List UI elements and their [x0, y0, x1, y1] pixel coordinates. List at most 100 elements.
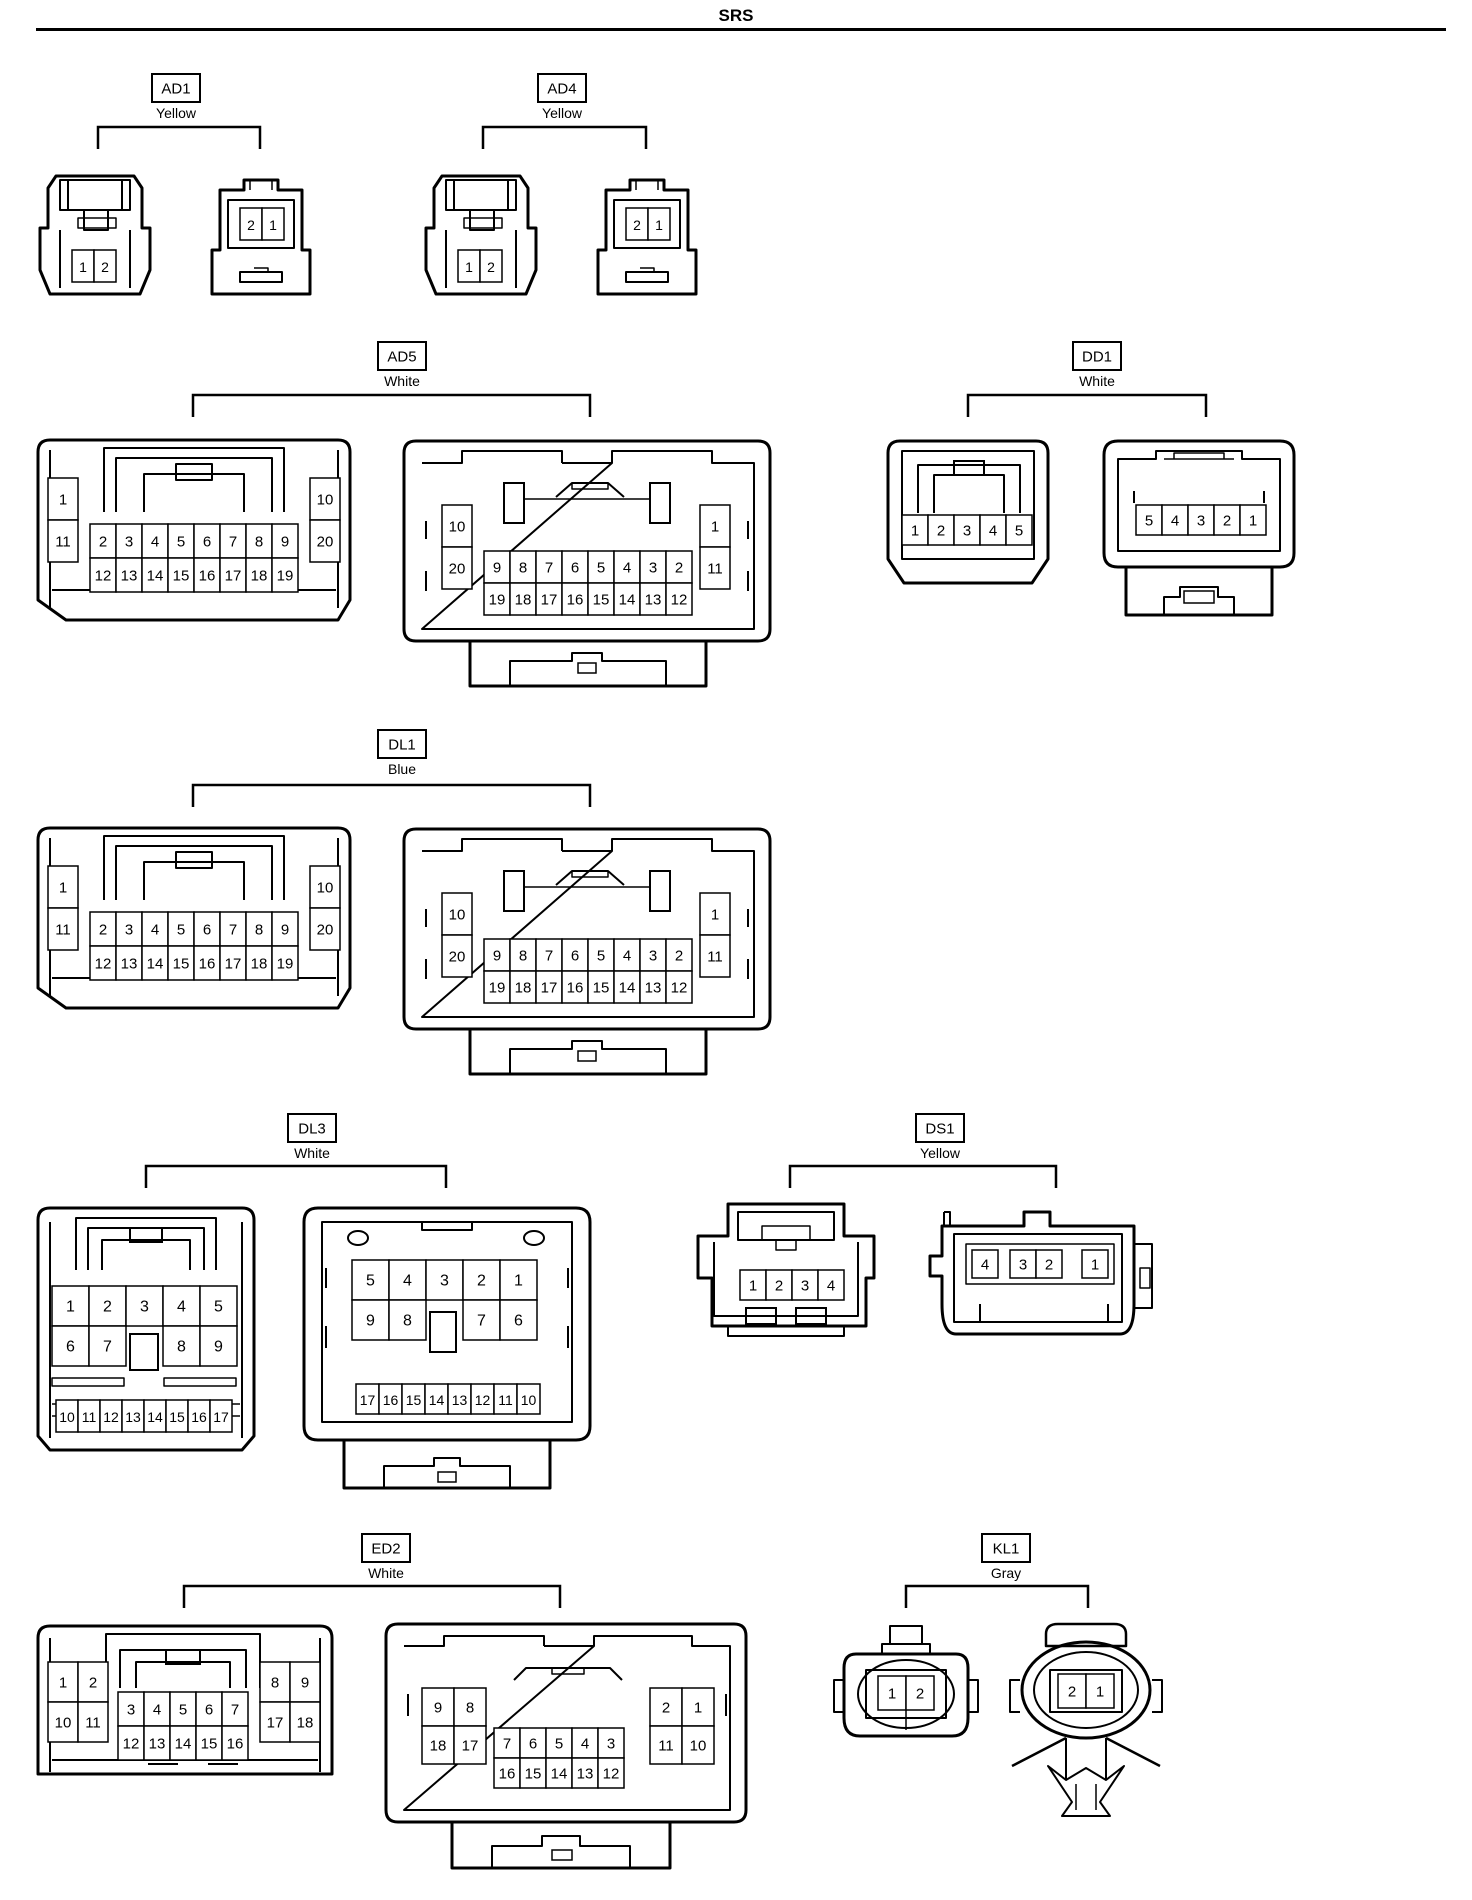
pin-label: 2 [1045, 1257, 1053, 1274]
pin-cell [1085, 1673, 1115, 1709]
pin-cell [1081, 1249, 1109, 1279]
pin-label: 18 [251, 568, 268, 585]
pin-label: 19 [277, 956, 294, 973]
housing-detail [469, 210, 495, 231]
pin-cell [519, 1757, 547, 1789]
pin-label: 9 [301, 1675, 309, 1692]
housing-outline [503, 870, 525, 912]
housing-detail [103, 447, 285, 512]
housing-outline [577, 662, 597, 674]
housing-detail [1065, 1738, 1107, 1780]
connector-color: Blue [388, 761, 416, 777]
pin-label: 11 [55, 922, 71, 939]
housing-detail [421, 1222, 473, 1231]
pin-label: 12 [95, 956, 112, 973]
pin-cell [765, 1269, 793, 1301]
pin-label: 1 [1249, 513, 1257, 530]
pin-label: 3 [1019, 1257, 1027, 1274]
pin-cell [1057, 1673, 1087, 1709]
pin-label: 2 [103, 1299, 112, 1316]
housing-detail [509, 652, 667, 686]
housing-detail [1133, 491, 1265, 503]
pin-label: 1 [749, 1278, 757, 1295]
pin-cell [519, 1727, 547, 1759]
housing-detail [1163, 586, 1235, 615]
pin-cell [535, 582, 563, 616]
housing-detail [571, 482, 609, 490]
pin-cell [117, 1725, 145, 1761]
pairing-bracket [191, 393, 592, 417]
pin-label: 1 [66, 1299, 75, 1316]
pin-label: 5 [214, 1299, 223, 1316]
housing-detail [842, 1652, 970, 1738]
pin-cell [971, 1249, 999, 1279]
connector-color: White [294, 1145, 330, 1161]
housing-detail [36, 826, 352, 1010]
connector-id-box [361, 1533, 411, 1563]
pin-cell [195, 1691, 223, 1727]
pin-label: 20 [317, 922, 334, 939]
pin-label: 14 [551, 1766, 568, 1783]
pin-label: 13 [125, 1409, 141, 1425]
connector-id-box [287, 1113, 337, 1143]
pairing-bracket [144, 1164, 448, 1188]
housing-detail [917, 464, 1021, 513]
pin-label: 1 [711, 907, 719, 924]
housing-detail [509, 1040, 667, 1074]
pin-cell [141, 911, 169, 947]
housing-detail [1049, 1669, 1123, 1713]
pin-label: 5 [177, 534, 185, 551]
pin-cell [93, 249, 117, 283]
pin-label: 16 [199, 956, 216, 973]
housing-detail [424, 174, 538, 296]
pin-label: 2 [1068, 1684, 1076, 1701]
housing-detail [115, 457, 273, 512]
pin-cell [483, 582, 511, 616]
pin-label: 15 [525, 1766, 542, 1783]
pin-label: 4 [151, 922, 159, 939]
pin-cell [271, 523, 299, 559]
pin-label: 8 [271, 1675, 279, 1692]
housing-detail [402, 439, 772, 643]
connector-id: DS1 [925, 1121, 954, 1138]
pin-cell [271, 557, 299, 593]
pin-label: 3 [607, 1736, 615, 1753]
housing-detail [425, 521, 749, 591]
pin-label: 1 [711, 519, 719, 536]
pin-cell [193, 911, 221, 947]
pin-label: 4 [151, 534, 159, 551]
pin-label: 6 [571, 948, 579, 965]
pin-cell [245, 523, 273, 559]
pin-cell [665, 582, 693, 616]
connector-id: AD5 [387, 349, 416, 366]
pin-cell [89, 523, 117, 559]
pin-label: 16 [567, 980, 584, 997]
pin-label: 4 [623, 948, 631, 965]
pin-label: 10 [55, 1715, 72, 1732]
pin-label: 12 [671, 592, 688, 609]
connector-id-box [151, 73, 201, 103]
pin-label: 8 [519, 560, 527, 577]
pin-cell [647, 207, 671, 241]
pin-label: 4 [581, 1736, 589, 1753]
pin-label: 17 [225, 568, 242, 585]
pin-cell [141, 523, 169, 559]
housing-outline [953, 460, 985, 476]
housing-detail [1102, 439, 1296, 569]
pin-label: 8 [466, 1700, 474, 1717]
pin-label: 6 [203, 534, 211, 551]
housing-detail [402, 827, 772, 1031]
pin-cell [699, 934, 731, 978]
housing-detail [36, 438, 352, 622]
housing-detail [36, 1624, 334, 1776]
pin-cell [1161, 504, 1189, 536]
housing-detail [775, 1240, 797, 1251]
